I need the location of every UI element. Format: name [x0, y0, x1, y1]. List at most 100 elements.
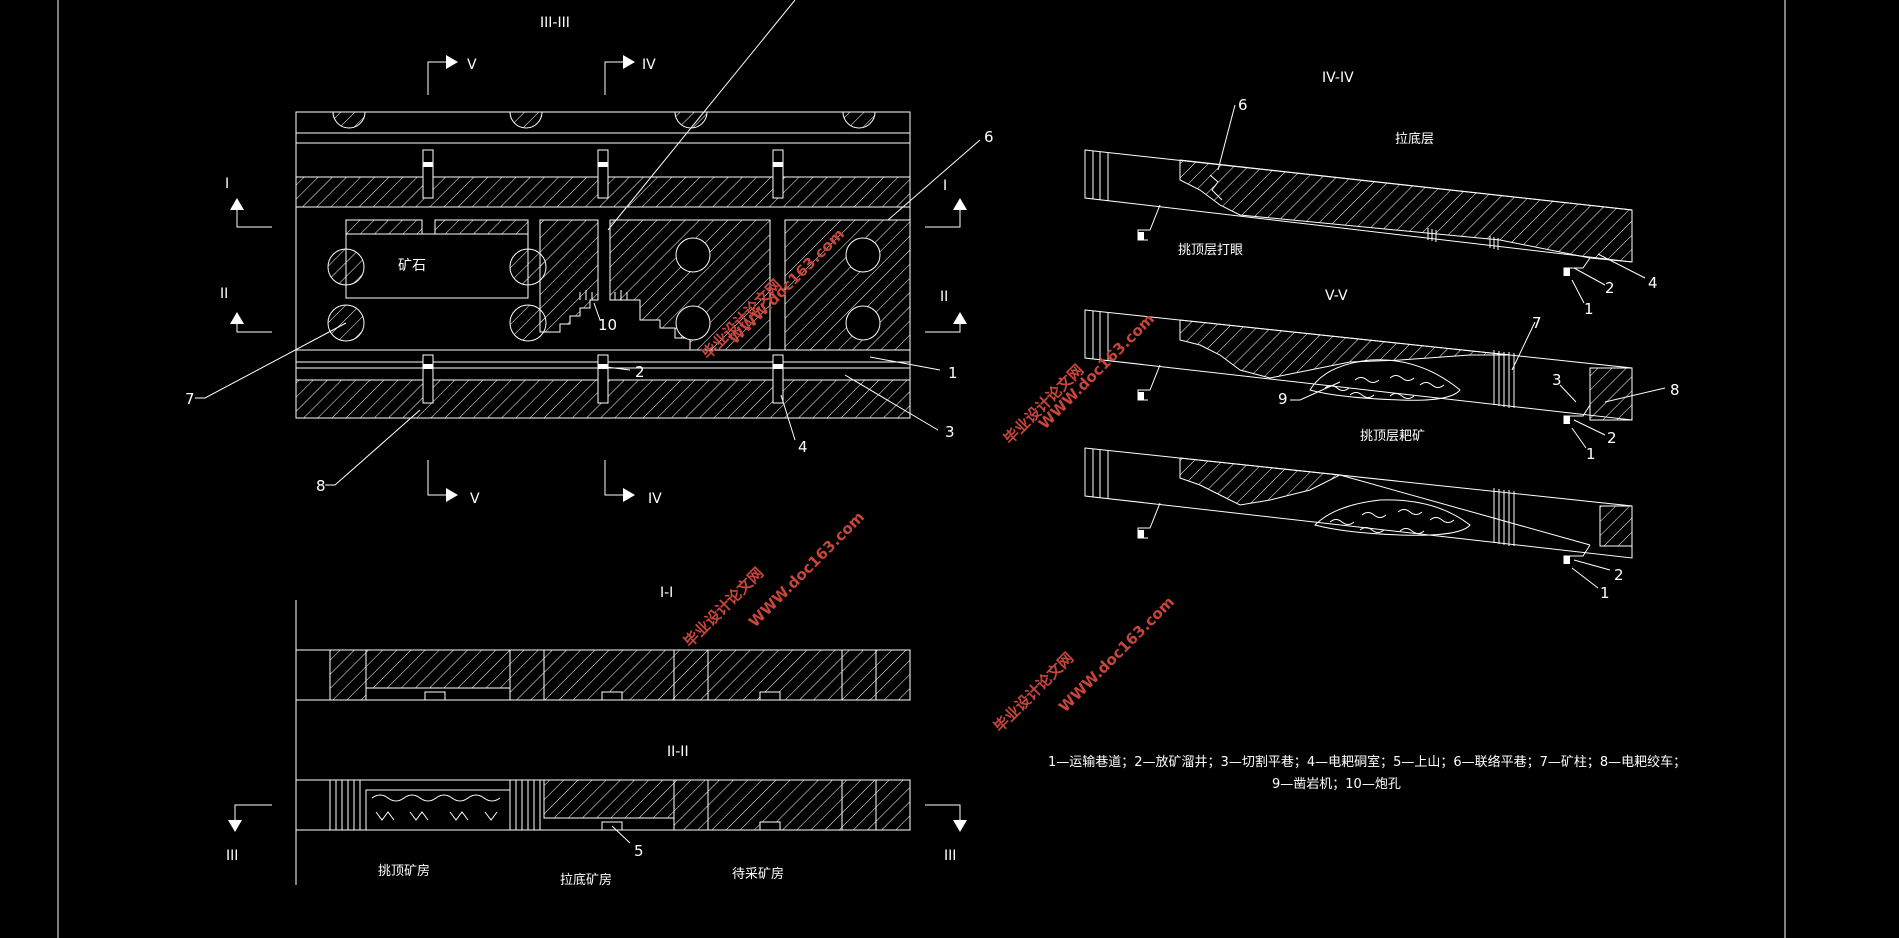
cut-mark-II-left — [236, 322, 272, 333]
callout-2-s6: 2 — [1614, 566, 1624, 584]
s4-detail — [1209, 174, 1223, 201]
s6-broken-ore — [1314, 499, 1471, 536]
section-I: I-I — [295, 585, 911, 885]
callout-7-plan: 7 — [185, 390, 195, 408]
chute-bottom — [422, 354, 434, 404]
leader-line — [887, 139, 981, 221]
leader-line — [1597, 253, 1646, 279]
leader-line — [1217, 104, 1236, 171]
s6-left-lines — [1092, 449, 1109, 499]
s6-chute-mark — [1138, 530, 1144, 538]
leader-line — [844, 374, 939, 431]
cut-label-IV-bottom: IV — [648, 491, 662, 507]
pending-room-label: 待采矿房 — [732, 866, 784, 882]
s5-chute-right-mark — [1564, 416, 1570, 424]
leader-line — [1573, 559, 1611, 571]
section-sloped-3: 2 1 — [1084, 447, 1633, 602]
callout-4-IV: 4 — [1648, 274, 1658, 292]
leader-line — [605, 366, 631, 371]
leader-line — [1571, 279, 1585, 304]
s5-pillar-lines — [1493, 350, 1515, 408]
cut-arrow-III-left — [228, 820, 242, 832]
room-2-hatch — [539, 219, 599, 333]
s2-pillar — [673, 779, 709, 831]
section-title-I: I-I — [660, 585, 673, 601]
leader-line — [1511, 321, 1536, 371]
chute-bottom-mark — [773, 364, 783, 369]
callout-3-plan: 3 — [945, 423, 955, 441]
s4-pillar-lines — [1427, 228, 1499, 250]
cut-mark-I-left — [236, 210, 272, 228]
top-circle — [842, 111, 876, 129]
s1-hatch — [365, 649, 511, 689]
section-title-III: III-III — [540, 15, 570, 31]
leader-line — [1559, 384, 1577, 403]
callout-10-plan: 10 — [598, 316, 617, 334]
section-V: V-V 挑顶层耙矿 7 9 3 8 2 1 — [1084, 288, 1680, 463]
room-1-ore-area — [345, 233, 529, 299]
cut-label-II-right: II — [940, 289, 948, 305]
callout-2-V: 2 — [1607, 429, 1617, 447]
cut-arrow-I-left — [230, 198, 244, 210]
section-II: II-II 5 III III 挑顶矿房 拉底矿房 待采矿房 — [226, 744, 967, 888]
chute-bottom-mark — [423, 364, 433, 369]
s6-hatch — [1179, 457, 1342, 506]
s5-broken-ore — [1309, 359, 1461, 401]
cut-label-II-left: II — [220, 286, 228, 302]
leader-line — [1604, 387, 1666, 403]
cut-arrow-II-right — [953, 312, 967, 324]
watermark-cn: 毕业设计论文网 — [680, 564, 767, 651]
s2-pillar-lines — [329, 780, 361, 830]
s2-pillar-lines — [509, 780, 541, 830]
section-IV: IV-IV 拉底层 挑顶层打眼 6 4 2 1 — [1084, 70, 1658, 318]
cut-mark-V-bottom — [427, 460, 446, 496]
callout-8-V: 8 — [1670, 381, 1680, 399]
leader-line — [1571, 567, 1599, 589]
s5-outline — [1084, 309, 1633, 421]
s5-right-hatch — [1589, 367, 1633, 421]
leader-line — [1573, 419, 1606, 436]
leader-line — [780, 394, 796, 441]
s2-hatch — [543, 779, 675, 819]
cut-mark-III-left — [234, 804, 272, 820]
pillar-circle — [675, 237, 711, 273]
cut-label-V-bottom: V — [470, 491, 480, 507]
cut-arrow-IV-bottom — [623, 488, 635, 502]
leader-line — [607, 0, 796, 231]
s2-chute — [759, 821, 781, 831]
callout-1-V: 1 — [1586, 445, 1596, 463]
cut-mark-V-top — [427, 61, 446, 95]
watermark-cn: 毕业设计论文网 — [990, 649, 1077, 736]
s4-chute-mark — [1138, 232, 1144, 240]
leader-line — [195, 322, 347, 399]
cut-arrow-IV-top — [623, 55, 635, 69]
watermark-url: WWW.doc163.com — [745, 508, 868, 631]
pillar-circle — [675, 305, 711, 341]
chute-bottom-mark — [598, 364, 608, 369]
s1-hatch — [875, 649, 911, 701]
legend-line-1: 1—运输巷道；2—放矿溜井；3—切割平巷；4—电耙硐室；5—上山；6—联络平巷；… — [1048, 754, 1686, 770]
chute-top — [597, 149, 609, 199]
leader-line — [593, 302, 601, 321]
s6-right-hatch — [1599, 505, 1633, 547]
callout-6-IV: 6 — [1238, 96, 1248, 114]
leader-line — [1290, 381, 1341, 401]
s1-pillar — [509, 649, 545, 701]
callout-9-V: 9 — [1278, 390, 1288, 408]
callout-2-IV: 2 — [1605, 279, 1615, 297]
leader-line — [869, 356, 941, 371]
cut-mark-I-right — [925, 210, 961, 228]
leader-line — [1571, 427, 1587, 449]
leader-line — [325, 409, 421, 486]
top-circle — [509, 111, 543, 129]
leader-line — [611, 825, 631, 844]
cut-arrow-II-left — [230, 312, 244, 324]
s5-left-lines — [1092, 311, 1109, 361]
chute-bottom — [772, 354, 784, 404]
s5-ore-pattern — [1324, 375, 1445, 399]
pillar-circle — [845, 305, 881, 341]
callout-6-plan: 6 — [984, 128, 994, 146]
cut-arrow-V-top — [446, 55, 458, 69]
s1-chute — [759, 691, 781, 701]
